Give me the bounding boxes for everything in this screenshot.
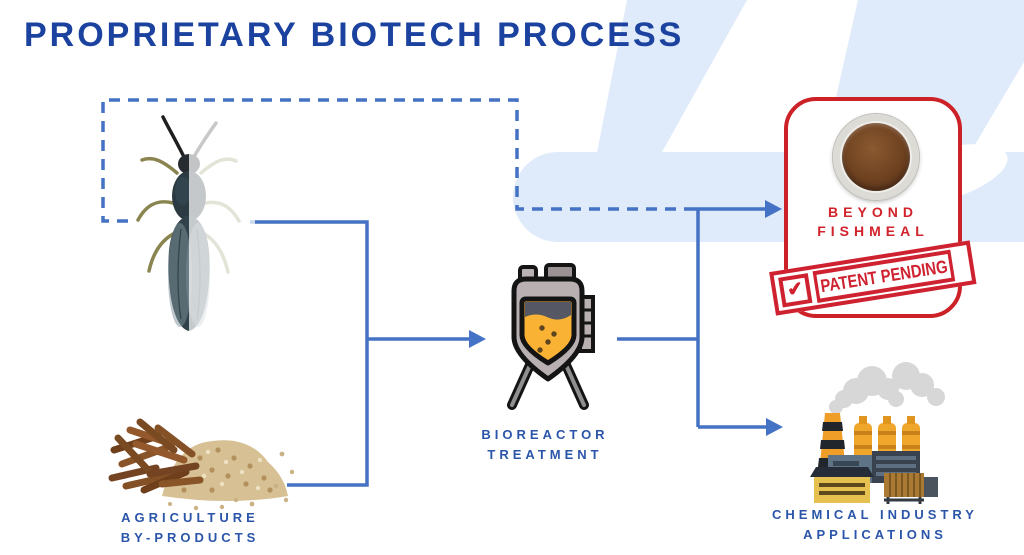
page-title: PROPRIETARY BIOTECH PROCESS	[24, 16, 685, 54]
black-soldier-fly-image	[136, 103, 255, 335]
bioreactor-label-line2: TREATMENT	[487, 447, 603, 462]
checkmark-icon: ✔	[778, 273, 813, 308]
beyond-fishmeal-label-line1: BEYOND	[828, 204, 918, 220]
beyond-fishmeal-card: BEYOND FISHMEAL ✔ PATENT PENDING	[769, 97, 977, 318]
beyond-fishmeal-label-line2: FISHMEAL	[817, 223, 929, 239]
agriculture-byproducts-label: AGRICULTURE BY-PRODUCTS	[85, 508, 295, 548]
agriculture-label-line1: AGRICULTURE	[121, 510, 259, 525]
agriculture-label-line2: BY-PRODUCTS	[120, 530, 260, 545]
chemical-factory-icon	[810, 362, 945, 504]
bioreactor-label-line1: BIOREACTOR	[481, 427, 609, 442]
beyond-fishmeal-label: BEYOND FISHMEAL	[788, 203, 958, 241]
chemical-industry-label: CHEMICAL INDUSTRY APPLICATIONS	[750, 505, 1000, 545]
chemical-label-line2: APPLICATIONS	[803, 527, 947, 542]
patent-pending-stamp: ✔ PATENT PENDING	[769, 240, 977, 316]
bioreactor-label: BIOREACTOR TREATMENT	[450, 425, 640, 465]
patent-pending-text: PATENT PENDING	[812, 249, 956, 303]
bioreactor-icon	[507, 263, 595, 410]
fishmeal-powder-dish-image	[833, 114, 919, 200]
chemical-label-line1: CHEMICAL INDUSTRY	[772, 507, 978, 522]
fishmeal-powder	[842, 123, 910, 191]
agriculture-byproducts-image	[108, 418, 295, 511]
